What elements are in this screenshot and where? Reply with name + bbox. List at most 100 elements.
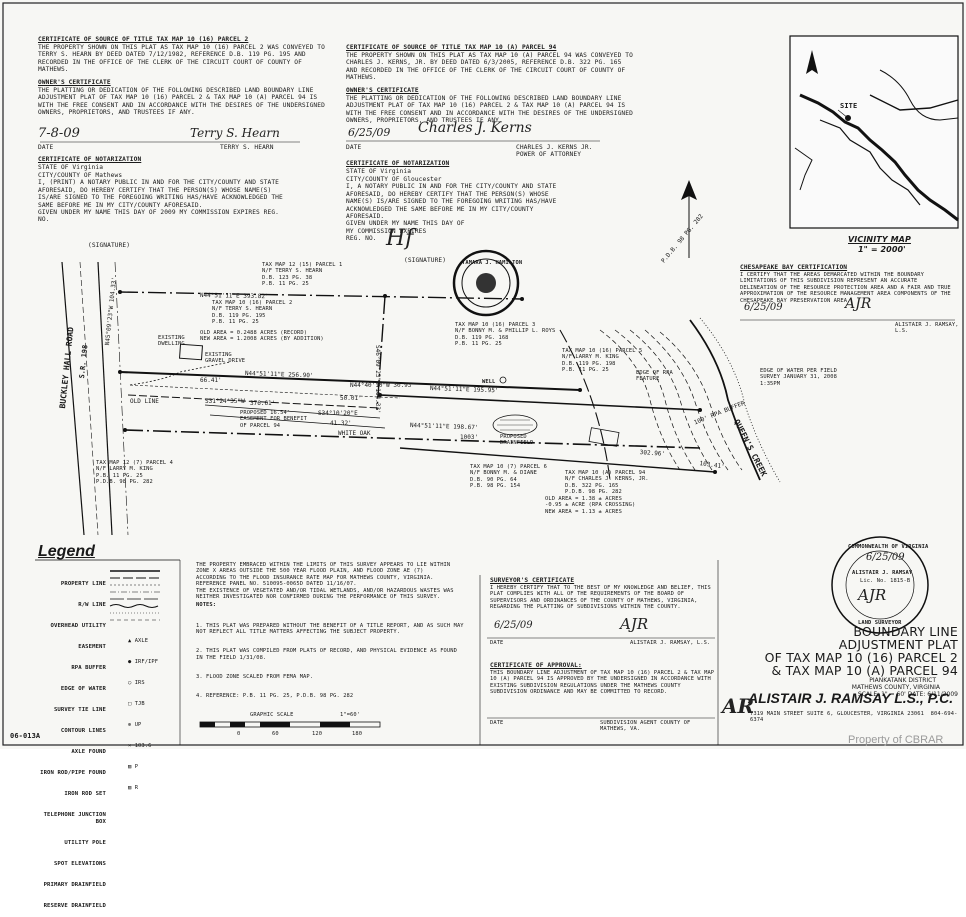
parcel-5-label: TAX MAP 10 (16) PARCEL 5 N/F LARRY M. KI…: [562, 348, 643, 374]
mid-notary-title: CERTIFICATE OF NOTARIZATION: [346, 160, 450, 167]
notes-list: 1. THIS PLAT WAS PREPARED WITHOUT THE BE…: [196, 610, 466, 706]
mid-signature-label: (SIGNATURE): [404, 257, 447, 264]
legend-item: CONTOUR LINES: [60, 728, 106, 734]
left-notary-state: STATE OF Virginia: [38, 164, 104, 171]
owner-date-label: DATE: [38, 144, 54, 151]
road-centerline: [79, 261, 99, 536]
title-line-5: PIANKATANK DISTRICT: [869, 677, 936, 684]
firm-logo: AR: [722, 694, 755, 718]
parcel-3-label: TAX MAP 10 (16) PARCEL 3 N/F BONNY M. & …: [455, 322, 556, 348]
left-notary-title: CERTIFICATE OF NOTARIZATION: [38, 156, 142, 163]
scale-tick: 60: [272, 731, 279, 737]
proposed-drainfield: [492, 414, 538, 436]
note-item: 3. FLOOD ZONE SCALED FROM FEMA MAP.: [196, 674, 314, 681]
owner-body: THE PLATTING OR DEDICATION OF THE FOLLOW…: [38, 87, 329, 117]
edge-of-water: [689, 319, 761, 481]
dwelling-label: EXISTING DWELLING: [158, 335, 189, 348]
legend-symbol: ▲ AXLE: [128, 638, 149, 644]
old-boundary-line: [127, 394, 381, 409]
seal-top-text: COMMONWEALTH OF VIRGINIA: [848, 544, 929, 550]
legend-item: RESERVE DRAINFIELD: [43, 903, 106, 909]
legend-symbol: □ TJB: [128, 701, 145, 707]
note-item: 1. THIS PLAT WAS PREPARED WITHOUT THE BE…: [196, 622, 467, 636]
seal-name: ALISTAIR J. RAMSAY: [852, 570, 913, 576]
well-icon: [499, 376, 507, 384]
legend-item: RPA BUFFER: [71, 665, 106, 671]
vertical-bearing-label: S46°09'23"E 104.33': [374, 345, 381, 414]
parcel-2-label: TAX MAP 10 (16) PARCEL 2 N/F TERRY S. HE…: [212, 300, 293, 326]
seal-license: Lic. No. 1815-B: [860, 578, 911, 584]
legend-item: TELEPHONE JUNCTION BOX: [43, 812, 110, 825]
legend-item: SPOT ELEVATIONS: [53, 861, 106, 867]
north-bearing-label: N44°51'11"E 393.82': [199, 292, 269, 301]
seal-bottom-text: LAND SURVEYOR: [858, 620, 902, 626]
distance-5: 376.61': [250, 400, 276, 407]
approval-title: CERTIFICATE OF APPROVAL:: [490, 662, 582, 669]
seal-date: 6/25/09: [866, 552, 905, 563]
legend-item: PROPERTY LINE: [60, 581, 106, 587]
surveyor-title: SURVEYOR'S CERTIFICATE: [490, 577, 575, 584]
mid-source-title: CERTIFICATE OF SOURCE OF TITLE TAX MAP 1…: [346, 44, 557, 51]
surveyor-name: ALISTAIR J. RAMSAY, L.S.: [630, 640, 711, 646]
note-item: 2. THIS PLAT WAS COMPILED FROM PLATS OF …: [196, 648, 461, 661]
title-line-6: MATHEWS COUNTY, VIRGINIA: [851, 684, 940, 691]
plat-drawing: [2, 2, 964, 746]
mid-owner-title: OWNER'S CERTIFICATE: [346, 87, 419, 94]
drawing-number: 06-013A: [10, 732, 41, 740]
legend-item: AXLE FOUND: [71, 749, 106, 755]
notary-seal-text: TAMARA J. HAMILTON: [462, 260, 523, 266]
legend-item: OVERHEAD UTILITY: [50, 623, 106, 629]
vicinity-map-label: VICINITY MAP: [848, 235, 911, 244]
old-line-label: OLD LINE: [130, 398, 159, 405]
graphic-scale-bar: [199, 721, 381, 728]
mid-notary-state: STATE OF Virginia: [346, 168, 412, 175]
parcel-6-label: TAX MAP 10 (7) PARCEL 6 N/F BONNY M. & D…: [470, 464, 547, 490]
short-bearing-label: N44°40'10"W 30.93': [350, 382, 416, 389]
parcel-4-label: TAX MAP 12 (7) PARCEL 4 N/F LARRY M. KIN…: [96, 460, 173, 486]
vicinity-map-frame: [789, 35, 959, 229]
rpa-feature-label: EDGE OF RPA FEATURE: [636, 370, 677, 383]
title-line-2: ADJUSTMENT PLAT: [838, 637, 958, 652]
approval-date-label: DATE: [490, 720, 504, 726]
legend-symbol: ▨ R: [128, 785, 139, 791]
bay-cert-body: I CERTIFY THAT THE AREAS DEMARCATED WITH…: [740, 272, 955, 304]
scale-tick: 120: [312, 731, 323, 737]
parcel-94-area: OLD AREA = 1.38 ± ACRES -0.95 ± ACRE (RP…: [545, 496, 636, 515]
distance-7: 50.01': [340, 395, 362, 402]
legend-item: EASEMENT: [78, 644, 106, 650]
easement-label: PROPOSED 16.54' EASEMENT FOR BENEFIT OF …: [240, 410, 311, 429]
legend-item: EDGE OF WATER: [60, 686, 106, 692]
legend-symbol: ● IRF/IPF: [128, 659, 159, 665]
dwelling-footprint: [179, 343, 203, 361]
parcel-1-label: TAX MAP 12 (15) PARCEL 1 N/F TERRY S. HE…: [262, 262, 343, 288]
legend-title: Legend: [38, 543, 95, 560]
legend-symbol: × 103.6: [128, 743, 152, 749]
iron-pins: [118, 290, 717, 474]
primary-drainfield: [588, 427, 620, 447]
road-left-edge: [61, 261, 85, 536]
owner-name: TERRY S. HEARN: [220, 144, 274, 151]
flood-note: THE PROPERTY EMBRACED WITHIN THE LIMITS …: [196, 562, 454, 601]
distance-6: 41.32': [330, 420, 352, 427]
watermark: Property of CBRAR: [848, 734, 944, 746]
title-line-1: BOUNDARY LINE: [853, 624, 958, 639]
surveyor-signature: AJR: [620, 615, 649, 633]
surveyor-date-label: DATE: [490, 640, 504, 646]
bay-cert-date: 6/25/09: [744, 302, 783, 313]
parcel-2-north-line: [119, 291, 523, 300]
mid-notary-body: CITY/COUNTY OF Gloucester I, A NOTARY PU…: [346, 176, 557, 243]
scale-tick: 0: [237, 731, 241, 737]
north-arrow-icon: [806, 50, 818, 74]
mid-owner-name: CHARLES J. KERNS JR. POWER OF ATTORNEY: [516, 144, 593, 159]
legend-item: UTILITY POLE: [64, 840, 106, 846]
mid-owner-body: THE PLATTING OR DEDICATION OF THE FOLLOW…: [346, 95, 637, 125]
notary-seal-stamp: [452, 249, 520, 317]
bay-cert-name: ALISTAIR J. RAMSAY, L.S.: [895, 322, 962, 335]
legend-item: PRIMARY DRAINFIELD: [43, 882, 106, 888]
notes-heading: NOTES:: [196, 602, 217, 608]
parcel-2-area: OLD AREA = 0.2488 ACRES (RECORD) NEW ARE…: [200, 330, 324, 343]
pin-line-1: [379, 394, 701, 411]
owner-title: OWNER'S CERTIFICATE: [38, 79, 111, 86]
sheet-border: [2, 2, 964, 746]
